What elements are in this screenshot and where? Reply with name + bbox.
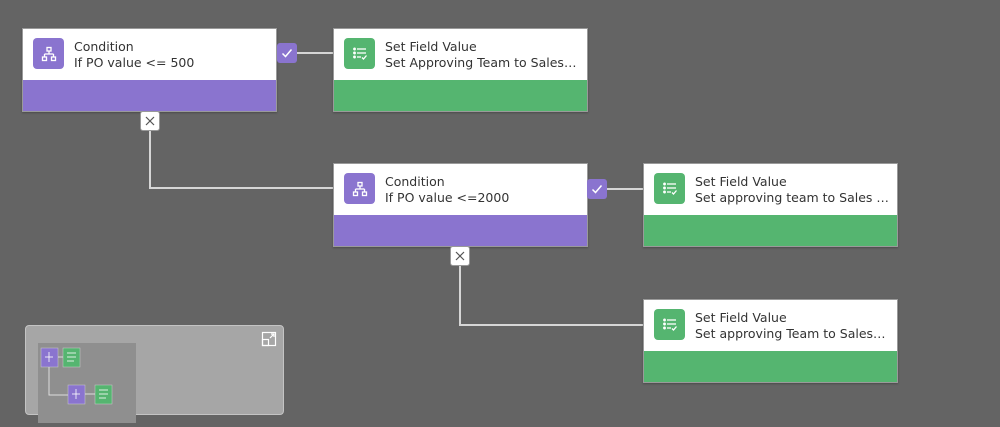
branch-icon	[33, 38, 64, 69]
node-title: Condition	[74, 39, 134, 54]
no-branch-badge-2[interactable]	[450, 246, 470, 266]
condition-node-2[interactable]: Condition If PO value <=2000	[333, 163, 588, 247]
node-title: Condition	[385, 174, 445, 189]
node-header: Condition If PO value <=2000	[334, 164, 587, 216]
condition-node-1[interactable]: Condition If PO value <= 500	[22, 28, 277, 112]
node-title: Set Field Value	[695, 310, 787, 325]
node-header: Set Field Value Set approving team to Sa…	[644, 164, 897, 216]
node-subtitle: If PO value <=2000	[385, 190, 510, 205]
expand-icon[interactable]	[261, 331, 277, 347]
node-band	[334, 215, 587, 246]
node-subtitle: Set Approving Team to Sales Te...	[385, 55, 579, 70]
node-band	[644, 351, 897, 382]
minimap-preview	[40, 347, 113, 405]
set-field-node-2[interactable]: Set Field Value Set approving team to Sa…	[643, 163, 898, 247]
node-title: Set Field Value	[385, 39, 477, 54]
node-header: Condition If PO value <= 500	[23, 29, 276, 81]
checklist-icon	[344, 38, 375, 69]
node-subtitle: If PO value <= 500	[74, 55, 195, 70]
node-band	[644, 215, 897, 246]
node-band	[23, 80, 276, 111]
minimap-panel[interactable]	[25, 325, 284, 423]
set-field-node-1[interactable]: Set Field Value Set Approving Team to Sa…	[333, 28, 588, 112]
no-branch-badge-1[interactable]	[140, 111, 160, 131]
minimap-viewport[interactable]	[38, 343, 136, 423]
connector-no-1	[149, 131, 333, 189]
check-icon	[281, 49, 293, 58]
checklist-icon	[654, 173, 685, 204]
node-header: Set Field Value Set Approving Team to Sa…	[334, 29, 587, 81]
node-header: Set Field Value Set approving Team to Sa…	[644, 300, 897, 352]
yes-branch-badge-1[interactable]	[277, 43, 297, 63]
node-title: Set Field Value	[695, 174, 787, 189]
x-icon	[145, 116, 155, 126]
branch-icon	[344, 173, 375, 204]
set-field-node-3[interactable]: Set Field Value Set approving Team to Sa…	[643, 299, 898, 383]
yes-branch-badge-2[interactable]	[587, 179, 607, 199]
node-band	[334, 80, 587, 111]
checklist-icon	[654, 309, 685, 340]
node-subtitle: Set approving team to Sales Tea...	[695, 190, 889, 205]
check-icon	[591, 185, 603, 194]
connector-no-2	[459, 266, 643, 326]
connector-lines	[149, 52, 643, 326]
node-subtitle: Set approving Team to Sales Ma...	[695, 326, 889, 341]
x-icon	[455, 251, 465, 261]
